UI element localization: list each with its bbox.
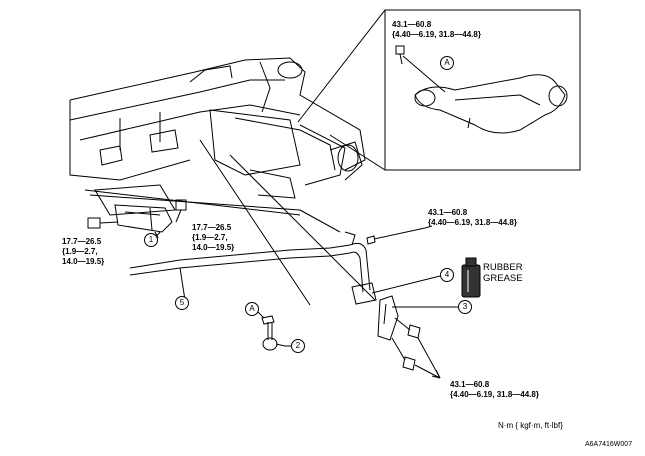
callout-2: 2 — [291, 339, 305, 353]
upper-right-torque-spec: 43.1—60.8 {4.40—6.19, 31.8—44.8} — [428, 208, 517, 228]
upper-right-torque-value: 43.1—60.8 — [428, 208, 468, 217]
link-marker-a: A — [245, 302, 259, 316]
center-bolt-torque-value: 17.7—26.5 — [192, 223, 232, 232]
inset-torque-value: 43.1—60.8 — [392, 20, 432, 29]
stabilizer-link-drawing — [257, 311, 286, 351]
lower-right-torque-spec: 43.1—60.8 {4.40—6.19, 31.8—44.8} — [450, 380, 539, 400]
lower-right-torque-value: 43.1—60.8 — [450, 380, 490, 389]
left-bolt-torque-spec: 17.7—26.5 {1.9—2.7, 14.0—19.5} — [62, 237, 104, 267]
left-bolt-torque-ftlbf: 14.0—19.5} — [62, 257, 105, 266]
stabilizer-bushing-drawing — [351, 227, 426, 371]
figure-code: A6A7416W007 — [585, 441, 633, 448]
grease-label: RUBBER GREASE — [483, 262, 523, 284]
lower-right-torque-alt: {4.40—6.19, 31.8—44.8} — [450, 390, 539, 399]
torque-arrows — [424, 225, 441, 379]
callout-leaders — [154, 231, 458, 379]
inset-torque-spec: 43.1—60.8 {4.40—6.19, 31.8—44.8} — [392, 20, 481, 40]
units-note: N·m { kgf·m, ft·lbf} — [498, 421, 563, 430]
callout-5: 5 — [175, 296, 189, 310]
callout-1: 1 — [144, 233, 158, 247]
leader-lines — [89, 139, 376, 306]
callout-4: 4 — [440, 268, 454, 282]
crossmember-drawing — [69, 57, 366, 216]
stabilizer-bar-drawing — [129, 231, 371, 293]
callout-3: 3 — [458, 300, 472, 314]
left-bolt-torque-kgf: {1.9—2.7, — [62, 247, 98, 256]
grease-can-icon — [461, 257, 481, 298]
inset-torque-alt: {4.40—6.19, 31.8—44.8} — [392, 30, 481, 39]
inset-marker-a: A — [440, 56, 454, 70]
detail-inset — [297, 9, 581, 171]
grease-label-line2: GREASE — [483, 273, 523, 284]
bushing-bracket-drawing — [87, 199, 187, 239]
center-bolt-torque-ftlbf: 14.0—19.5} — [192, 243, 235, 252]
upper-right-torque-alt: {4.40—6.19, 31.8—44.8} — [428, 218, 517, 227]
center-bolt-torque-kgf: {1.9—2.7, — [192, 233, 228, 242]
left-bolt-torque-value: 17.7—26.5 — [62, 237, 102, 246]
grease-label-line1: RUBBER — [483, 262, 523, 273]
center-bolt-torque-spec: 17.7—26.5 {1.9—2.7, 14.0—19.5} — [192, 223, 234, 253]
